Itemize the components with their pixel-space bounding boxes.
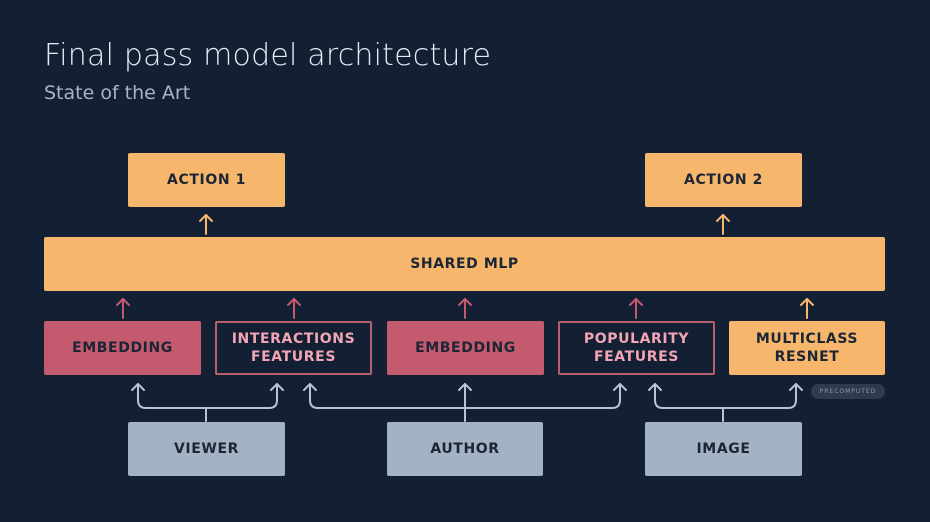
action-1-label: ACTION 1 xyxy=(167,172,246,188)
shared-mlp-box: SHARED MLP xyxy=(44,237,885,291)
interactions-features-box: INTERACTIONS FEATURES xyxy=(215,321,372,375)
embedding-author-box: EMBEDDING xyxy=(387,321,544,375)
arrow-popularity-to-mlp xyxy=(629,298,643,319)
arrow-multiclass-to-mlp xyxy=(800,298,814,319)
embedding-viewer-box: EMBEDDING xyxy=(44,321,201,375)
image-label: IMAGE xyxy=(696,441,751,457)
interactions-features-label: INTERACTIONS FEATURES xyxy=(231,331,356,365)
action-2-label: ACTION 2 xyxy=(684,172,763,188)
viewer-box: VIEWER xyxy=(128,422,285,476)
slide-title: Final pass model architecture xyxy=(44,38,492,73)
shared-mlp-label: SHARED MLP xyxy=(410,256,519,272)
popularity-features-box: POPULARITY FEATURES xyxy=(558,321,715,375)
arrow-to-action-2 xyxy=(716,214,730,235)
multiclass-resnet-box: MULTICLASS RESNET xyxy=(729,321,885,375)
author-box: AUTHOR xyxy=(387,422,543,476)
arrow-embedding-viewer-to-mlp xyxy=(116,298,130,319)
image-box: IMAGE xyxy=(645,422,802,476)
arrow-interactions-to-mlp xyxy=(287,298,301,319)
arrow-embedding-author-to-mlp xyxy=(458,298,472,319)
author-fanout-arrows xyxy=(303,383,627,422)
author-label: AUTHOR xyxy=(430,441,500,457)
action-1-box: ACTION 1 xyxy=(128,153,285,207)
viewer-label: VIEWER xyxy=(174,441,239,457)
popularity-features-label: POPULARITY FEATURES xyxy=(583,331,690,365)
image-fanout-arrows xyxy=(648,383,803,422)
action-2-box: ACTION 2 xyxy=(645,153,802,207)
multiclass-resnet-label: MULTICLASS RESNET xyxy=(755,331,859,365)
precomputed-badge: PRECOMPUTED xyxy=(811,384,885,399)
viewer-fanout-arrows xyxy=(131,383,284,422)
embedding-viewer-label: EMBEDDING xyxy=(72,340,173,356)
arrow-to-action-1 xyxy=(199,214,213,235)
slide-subtitle: State of the Art xyxy=(44,82,191,104)
embedding-author-label: EMBEDDING xyxy=(415,340,516,356)
